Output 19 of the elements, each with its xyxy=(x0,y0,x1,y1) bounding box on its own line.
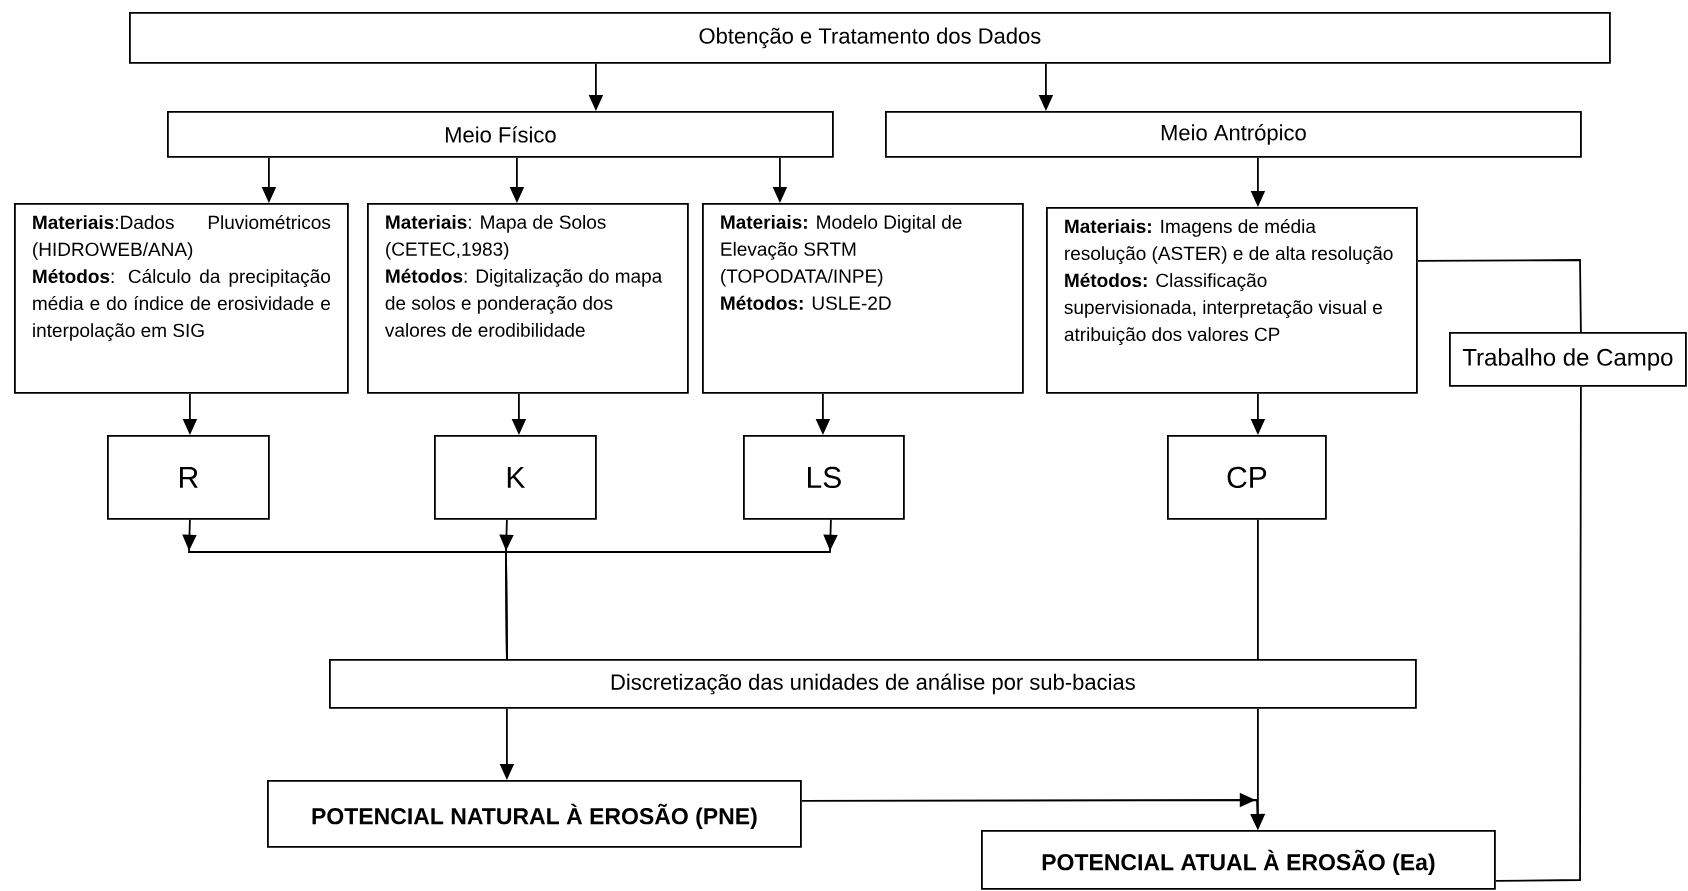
result-box: POTENCIAL NATURAL À EROSÃO (PNE) xyxy=(267,780,802,848)
arrow xyxy=(505,518,838,660)
process-box: Meio Físico xyxy=(167,111,834,158)
process-box: Trabalho de Campo xyxy=(1449,332,1687,387)
factor-box: R xyxy=(107,435,270,520)
method-box: Materiais: Imagens de média resolução (ASTER) e de alta resolução Métodos: Classificação supervisionada, interpretação visual e atribuição dos valores CP xyxy=(1046,207,1418,394)
method-box: Materiais:Dados Pluviométricos (HIDROWEB/ANA) Métodos: Cálculo da precipitação média e do índice de erosividade e interpolação em SIG xyxy=(14,203,349,394)
factor-box: CP xyxy=(1167,435,1327,520)
method-box: Materiais: Modelo Digital de Elevação SRTM (TOPODATA/INPE) Métodos: USLE-2D xyxy=(702,203,1024,394)
process-box: Meio Antrópico xyxy=(885,111,1582,158)
process-box: Obtenção e Tratamento dos Dados xyxy=(129,12,1611,64)
result-box: POTENCIAL ATUAL À EROSÃO (Ea) xyxy=(981,830,1496,890)
process-box: Discretização das unidades de análise por sub-bacias xyxy=(329,659,1417,709)
connector-line xyxy=(1257,518,1259,660)
connector-line xyxy=(1494,385,1582,882)
factor-box: K xyxy=(434,435,597,520)
method-box: Materiais: Mapa de Solos (CETEC,1983) Métodos: Digitalização do mapa de solos e ponderação dos valores de erodibilidade xyxy=(367,203,689,394)
connector-line xyxy=(1416,259,1582,333)
factor-box: LS xyxy=(743,435,905,520)
